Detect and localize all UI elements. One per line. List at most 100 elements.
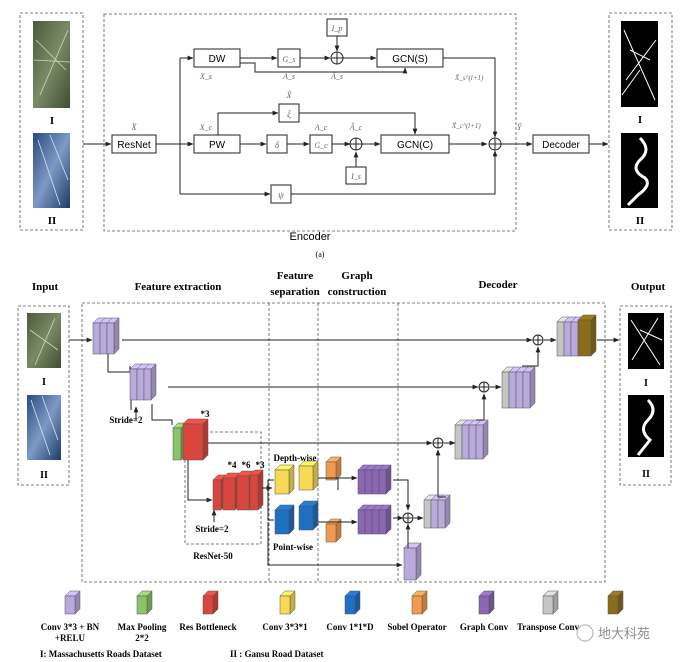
output-mask-1 — [628, 313, 664, 369]
graph-conv-block — [378, 504, 392, 535]
connector — [443, 57, 498, 138]
plus-sign — [489, 138, 501, 150]
legend-label: Graph Conv — [460, 622, 509, 632]
legend-swatch — [64, 590, 81, 615]
legend-item: Conv 3*3*1 — [262, 590, 308, 632]
legend-label: Conv 1*1*D — [326, 622, 374, 632]
input-label-2: II — [48, 215, 57, 227]
sobel-block — [325, 456, 342, 481]
symbol-x-tilde-c: X̃_c^(l+1) — [451, 122, 481, 130]
output-panel-b — [619, 305, 672, 486]
stride-label-1: Stride=2 — [109, 415, 143, 425]
wechat-icon — [576, 624, 594, 642]
road-mask-lines — [636, 398, 655, 456]
legend-item: Conv 3*3 + BN+RELU — [41, 590, 100, 643]
output-panel-a — [608, 12, 673, 231]
header-graph-construction-2: construction — [328, 286, 387, 298]
legend-label: +RELU — [55, 633, 86, 643]
legend-swatch — [542, 590, 559, 615]
gcn-s-label: GCN(S) — [392, 54, 428, 65]
symbol-a-s: A_s — [282, 72, 295, 81]
repeat-label: *4 — [228, 460, 238, 470]
input-image-1 — [33, 21, 70, 108]
legend-label: Res Bottleneck — [179, 622, 236, 632]
legend-swatch — [202, 590, 219, 615]
down-path — [107, 354, 131, 373]
legend-label: Sobel Operator — [387, 622, 446, 632]
symbol-y-hat: Ŷ — [517, 122, 523, 132]
delta-label: δ — [275, 140, 280, 150]
conv-block — [475, 419, 489, 460]
down-path — [151, 404, 173, 425]
legend-item: Res Bottleneck — [179, 590, 237, 632]
connector — [240, 62, 408, 74]
plus-sign — [331, 52, 343, 64]
legend-item: Conv 1*1*D — [326, 590, 374, 632]
down-path — [187, 460, 213, 503]
symbol-a-hat-s: Â_s — [330, 71, 343, 81]
add-node — [478, 381, 490, 393]
legend-label: Max Pooling — [118, 622, 167, 632]
encoder-label: Encoder — [290, 231, 331, 243]
symbol-x: X — [130, 122, 137, 132]
decoder-label: Decoder — [542, 140, 580, 151]
xi-label: ξ — [287, 109, 291, 119]
header-output: Output — [631, 281, 666, 293]
legend-swatch — [411, 590, 428, 615]
part-b: Input Feature extraction Feature separat… — [17, 270, 672, 583]
encoder-box — [103, 13, 517, 232]
plus-nodes — [402, 334, 544, 524]
conv3x3x1-block — [274, 464, 295, 495]
dataset-note-left: I: Massachusetts Roads Dataset — [40, 649, 162, 659]
input-panel-b — [17, 305, 70, 486]
up-path — [522, 346, 541, 367]
conv-block — [403, 542, 422, 581]
add-node — [532, 334, 544, 346]
legend-swatch — [478, 590, 495, 615]
symbol-x-c: X_c — [199, 123, 213, 132]
res-bottleneck-block — [182, 418, 209, 461]
repeat-label: *3 — [256, 460, 266, 470]
repeat-label: *3 — [201, 409, 211, 419]
road-texture — [29, 317, 59, 366]
dataset-note-right: II : Gansu Road Dataset — [230, 649, 324, 659]
header-decoder: Decoder — [478, 279, 517, 291]
header-feature-separation-2: separation — [270, 286, 320, 298]
input-panel-a — [19, 12, 84, 231]
conv3x3x1-block — [298, 460, 319, 491]
encoder-blocks — [92, 314, 597, 581]
up-path — [476, 393, 487, 421]
g-s-label: G_s — [283, 55, 296, 64]
i-p-label: I_p — [331, 24, 343, 33]
network-frame — [81, 302, 606, 583]
connector — [217, 110, 279, 135]
output-label-1: I — [644, 378, 648, 389]
connector — [299, 112, 418, 135]
output-label-1: I — [638, 114, 642, 126]
header-feature-extraction: Feature extraction — [135, 281, 222, 293]
legend-item: Transpose Conv — [517, 590, 580, 632]
symbol-a-c: A_c — [314, 123, 328, 132]
road-mask-lines — [626, 136, 649, 207]
conv1x1xd-block — [274, 504, 295, 535]
road-texture — [30, 395, 59, 456]
output-label-2: II — [636, 215, 645, 227]
input-label-2: II — [40, 470, 48, 481]
add-node — [402, 512, 414, 524]
output-mask-2 — [628, 395, 664, 457]
watermark-text: 地大科苑 — [598, 626, 650, 641]
up-path — [435, 449, 446, 498]
legend-label: Transpose Conv — [517, 622, 580, 632]
symbol-a-tilde-c: Ã_c — [349, 123, 363, 132]
header-graph-construction-1: Graph — [341, 270, 372, 282]
i-s-label: I_s — [350, 172, 361, 181]
pw-label: PW — [209, 140, 226, 151]
road-mask-lines — [630, 317, 663, 366]
connector — [262, 479, 274, 489]
legend-swatch — [607, 590, 624, 615]
add-node — [432, 437, 444, 449]
legend-item — [607, 590, 624, 615]
